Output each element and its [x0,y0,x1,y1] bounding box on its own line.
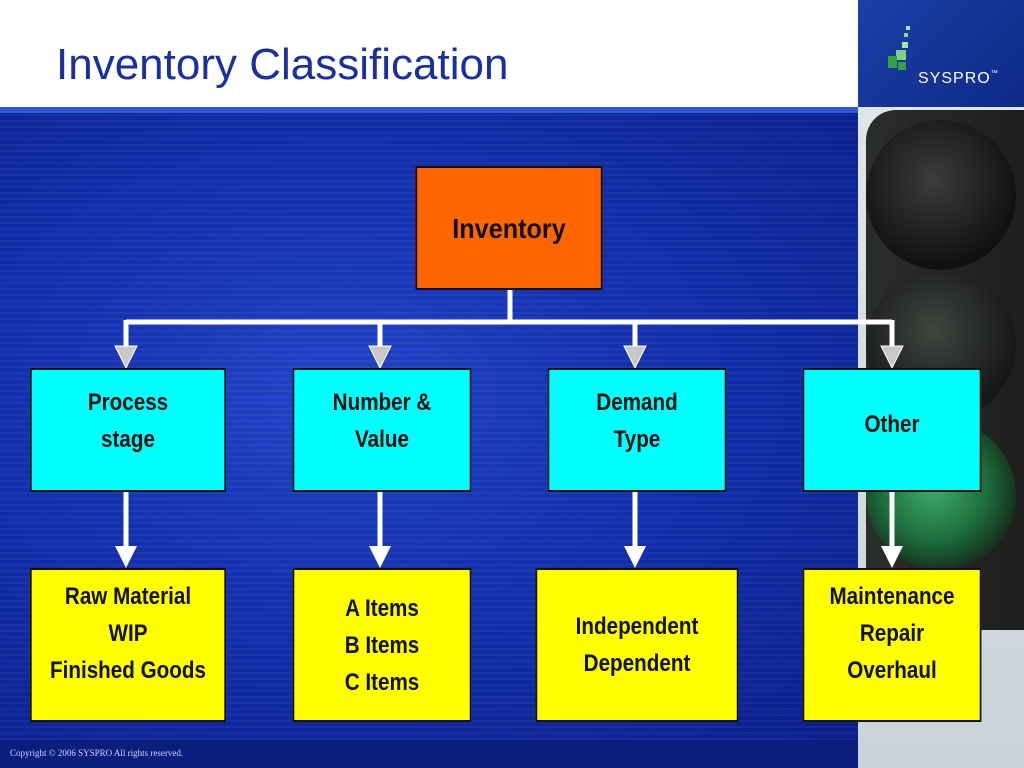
arrowhead-down-icon [115,546,137,568]
title-divider [0,107,858,113]
arrowhead-down-icon [623,345,647,370]
example-label-line: Raw Material [64,583,192,610]
example-label-line: Finished Goods [50,657,206,684]
category-label-line: Demand [596,389,678,416]
category-node-number-value: Number & Value [292,368,472,492]
brand-name: SYSPRO™ [918,70,999,87]
example-node-demand-type: Independent Dependent [535,568,739,722]
example-node-number-value: A Items B Items C Items [292,568,472,722]
example-label-line: Independent [575,613,699,640]
category-node-process-stage: Process stage [29,368,227,492]
category-label-line: Value [355,426,409,453]
example-label-line: Maintenance [829,583,955,610]
category-node-other: Other [802,368,982,492]
example-node-process-stage: Raw Material WIP Finished Goods [29,568,227,722]
category-label-line: stage [101,426,155,453]
example-node-other: Maintenance Repair Overhaul [802,568,982,722]
brand-panel [858,0,1024,107]
arrowhead-down-icon [624,546,646,568]
category-label-line: Process [87,389,169,416]
example-label-line: B Items [344,631,420,659]
arrowhead-down-icon [880,345,904,370]
category-label-line: Type [613,426,661,453]
example-label-line: C Items [344,668,420,696]
arrowhead-down-icon [369,546,391,568]
root-node-inventory: Inventory [415,166,603,290]
page-title: Inventory Classification [56,40,509,89]
title-bar [0,0,858,107]
root-node-label: Inventory [452,212,566,244]
footer-band [0,740,858,768]
category-node-demand-type: Demand Type [547,368,727,492]
arrowhead-down-icon [114,345,138,370]
copyright-notice: Copyright © 2006 SYSPRO All rights reser… [10,748,184,758]
example-label-line: Overhaul [847,657,937,684]
arrowhead-down-icon [368,345,392,370]
category-label-line: Other [864,411,920,438]
example-label-line: Repair [859,620,925,647]
syspro-logo-icon [888,26,910,70]
red-lamp-icon [866,120,1016,270]
example-label-line: Dependent [583,650,691,677]
example-label-line: A Items [345,594,419,622]
example-label-line: WIP [108,620,148,647]
arrowhead-down-icon [881,546,903,568]
category-label-line: Number & [332,389,432,416]
